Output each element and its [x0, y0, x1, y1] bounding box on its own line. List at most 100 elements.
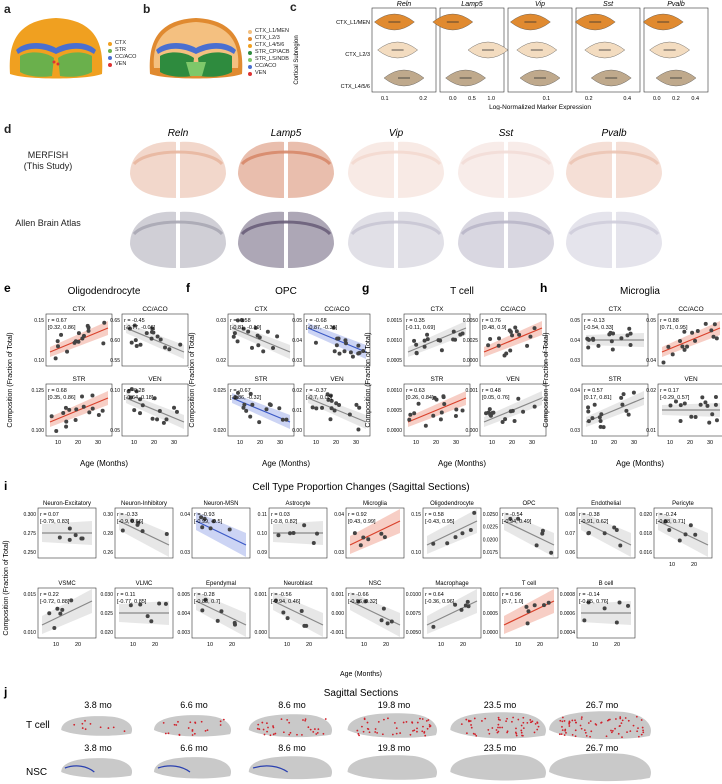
y-tick-label: 0.04: [292, 338, 302, 344]
panel-title: OPC: [275, 286, 297, 297]
data-point: [468, 528, 473, 533]
d-hemisphere: [616, 211, 662, 268]
regression-ci-band: [232, 393, 290, 429]
d-hemisphere: [238, 141, 284, 198]
regression-ci-band: [427, 509, 477, 554]
y-tick-label: 0.60: [110, 338, 120, 344]
data-point: [134, 389, 139, 394]
cell-dot: [421, 718, 424, 720]
y-tick-label: 0.030: [100, 592, 113, 598]
cell-dot: [427, 719, 430, 721]
panel-title: Sagittal Sections: [324, 688, 399, 699]
stat-text: r = 0.88: [660, 318, 679, 324]
data-point: [517, 332, 522, 337]
data-point: [619, 336, 624, 341]
efgh-xlabel: Age (Months): [438, 459, 486, 468]
data-point: [54, 429, 59, 434]
data-point: [590, 416, 595, 421]
y-tick-label: 0.0005: [387, 408, 403, 414]
data-point: [138, 602, 143, 607]
cell-dot: [559, 719, 562, 722]
data-point: [510, 333, 515, 338]
data-point: [138, 342, 143, 347]
data-point: [673, 399, 678, 404]
panel-label: g: [362, 281, 369, 295]
stat-text: r = 0.92: [348, 512, 367, 518]
data-point: [614, 620, 619, 625]
c-tick-label: 0.1: [543, 96, 551, 102]
data-point: [591, 336, 596, 341]
d-gene-header: Vip: [389, 128, 404, 139]
data-point: [264, 407, 269, 412]
cell-dot: [481, 720, 483, 722]
ci-text: [-0.43, 0.95]: [425, 519, 455, 525]
ci-text: [-0.94, 0.46]: [271, 599, 301, 605]
data-point: [100, 408, 105, 413]
data-point: [275, 334, 280, 339]
panel-title: Cell Type Proportion Changes (Sagittal S…: [252, 482, 469, 493]
regression-ci-band: [350, 592, 400, 637]
y-tick-label: 0.0005: [387, 358, 403, 364]
cell-dot: [621, 736, 623, 739]
cell-dot: [421, 730, 424, 733]
cell-dot: [272, 725, 274, 727]
data-point: [354, 402, 359, 407]
data-point: [74, 407, 79, 412]
y-tick-label: 0.005: [177, 592, 190, 598]
regression-ci-band: [42, 589, 92, 634]
ci-text: [-0.85, 0.76]: [579, 599, 609, 605]
d-hemisphere: [508, 211, 554, 268]
cell-dot: [191, 734, 194, 736]
cell-dot: [520, 724, 523, 727]
y-tick-label: 0.07: [565, 531, 575, 537]
data-point: [625, 333, 630, 338]
legend-item: CTX_L1/MEN: [248, 28, 290, 35]
data-point: [454, 407, 459, 412]
cell-dot: [193, 732, 196, 735]
data-point: [246, 329, 251, 334]
legend-dot: [248, 43, 252, 48]
d-merfish-section: [566, 141, 662, 198]
x-tick-label: 20: [151, 440, 157, 446]
data-point: [690, 330, 695, 335]
cell-dot: [574, 719, 576, 722]
regression-ci-band: [50, 391, 108, 427]
d-merfish-section: [348, 141, 444, 198]
cell-dot: [626, 731, 628, 734]
legend-item: VEN: [108, 61, 136, 68]
data-point: [363, 599, 368, 604]
cell-dot: [416, 730, 418, 733]
data-point: [58, 611, 63, 616]
panel-title: T cell: [450, 286, 474, 297]
cell-dot: [395, 732, 398, 735]
data-point: [248, 414, 253, 419]
cell-dot: [484, 717, 487, 720]
subplot-title: CC/ACO: [324, 306, 349, 313]
cell-dot: [536, 721, 539, 724]
data-point: [460, 531, 465, 536]
data-point: [219, 609, 224, 614]
cell-dot: [474, 733, 476, 736]
d-hemisphere: [616, 141, 662, 198]
x-tick-label: 20: [306, 642, 312, 648]
y-tick-label: 0.10: [110, 388, 120, 394]
data-point: [328, 417, 333, 422]
data-point: [235, 339, 240, 344]
subplot-title: Ependymal: [206, 581, 236, 587]
stat-text: r = -0.33: [117, 512, 138, 518]
data-point: [242, 402, 247, 407]
y-tick-label: 0.025: [100, 611, 113, 617]
regression-line: [657, 520, 709, 546]
data-point: [488, 413, 493, 418]
stat-text: r = -0.56: [271, 592, 292, 598]
subplot-title: STR: [255, 376, 268, 383]
cell-dot: [191, 728, 194, 731]
cell-dot: [266, 730, 268, 733]
cell-dot: [376, 732, 379, 734]
c-gene-title: Pvalb: [667, 1, 685, 8]
cell-dot: [624, 717, 627, 719]
data-point: [67, 526, 72, 531]
data-point: [63, 405, 68, 410]
c-row-label: CTX_L1/MEN: [336, 20, 370, 26]
d-gene-header: Pvalb: [601, 128, 626, 139]
